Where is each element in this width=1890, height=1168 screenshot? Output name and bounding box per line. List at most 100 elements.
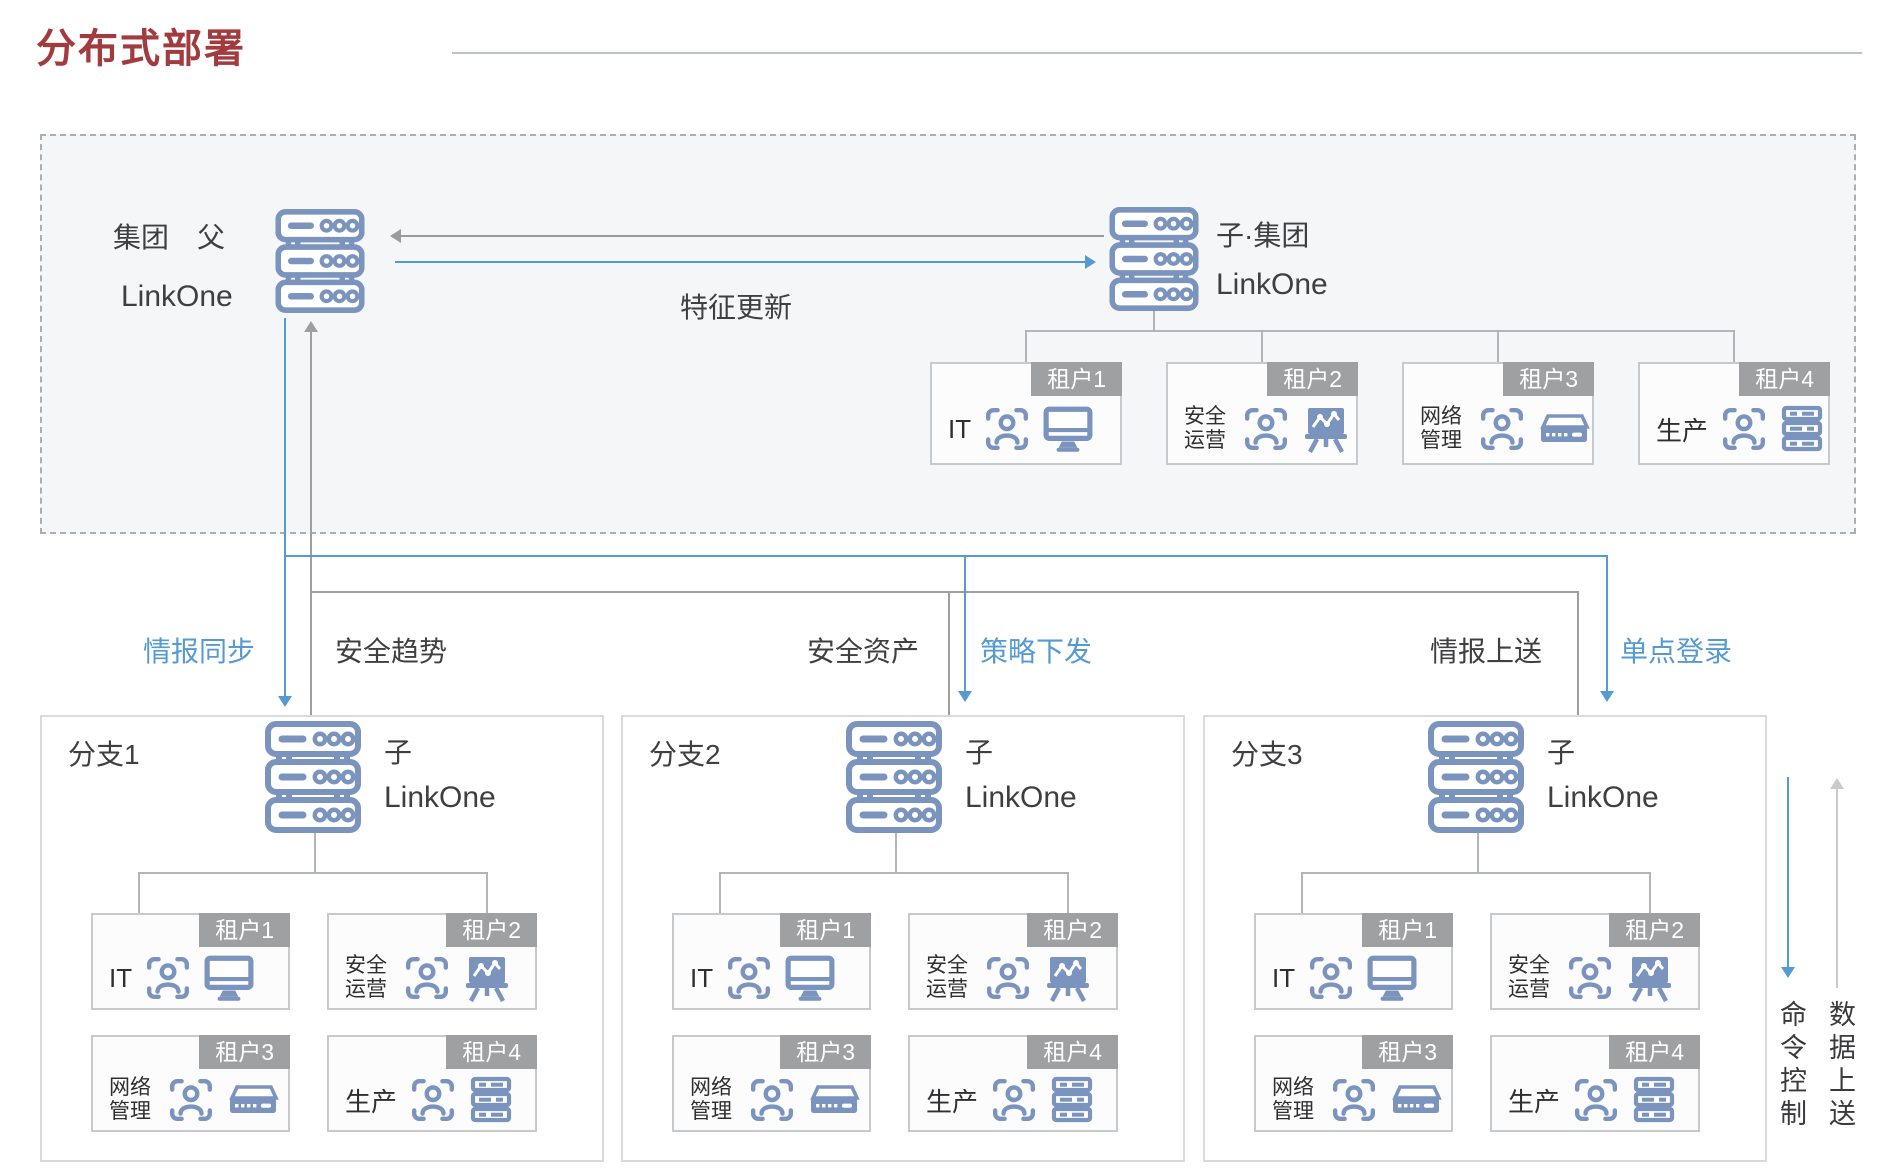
- branch-server-title: 子: [965, 737, 994, 768]
- headquarters-section: [40, 134, 1856, 534]
- title-rule: [452, 52, 1862, 54]
- router-icon: [808, 1080, 860, 1120]
- flow-label-security-trend: 安全趋势: [335, 636, 448, 667]
- tree-line: [1025, 330, 1027, 363]
- tenant-tag: 租户1: [780, 913, 871, 947]
- tenant-tag: 租户2: [446, 913, 537, 947]
- branch-server-icon: [1428, 721, 1524, 833]
- tenant-tag: 租户3: [780, 1035, 871, 1069]
- tenant-box: 租户1 IT: [1254, 913, 1453, 1010]
- monitor-icon: [785, 955, 835, 1001]
- tree-line: [1301, 872, 1651, 874]
- tenant-box: 租户2 安全运营: [1490, 913, 1700, 1010]
- tenant-label: 网络管理: [1420, 404, 1462, 452]
- tenant-tag: 租户1: [199, 913, 290, 947]
- user-scan-icon: [410, 1077, 456, 1123]
- policy-dispatch-line: [964, 555, 966, 697]
- flow-label-security-asset: 安全资产: [807, 636, 920, 667]
- tree-line: [1649, 872, 1651, 913]
- tenant-tag: 租户2: [1027, 913, 1118, 947]
- branch-box-1: 分支1 子 LinkOne 租户1 IT 租户2 安全运营 租户3 网络管理 租…: [40, 715, 604, 1162]
- tree-line: [895, 833, 897, 873]
- tenant-tag: 租户4: [1609, 1035, 1700, 1069]
- presentation-board-icon: [463, 954, 511, 1002]
- parent-server-icon: [272, 209, 368, 313]
- user-scan-icon: [984, 406, 1030, 452]
- arrow-up-icon: [1830, 778, 1844, 789]
- user-scan-icon: [168, 1077, 214, 1123]
- tenant-box: 租户3 网络管理: [1254, 1035, 1453, 1132]
- tree-line: [314, 833, 316, 873]
- tenant-box: 租户1 IT: [672, 913, 871, 1010]
- user-scan-icon: [726, 955, 772, 1001]
- arrow-right-icon: [1085, 255, 1096, 269]
- tenant-label: 安全运营: [345, 953, 387, 1001]
- arrow-up-icon: [304, 321, 318, 332]
- tenant-tag: 租户3: [1503, 362, 1594, 396]
- tenant-box: 租户4 生产: [1490, 1035, 1700, 1132]
- tenant-box: 租户4 生产: [908, 1035, 1118, 1132]
- child-group-server-icon: [1106, 207, 1202, 311]
- branch-server-title: 子: [384, 737, 413, 768]
- data-upload-label: 数据上送: [1825, 1000, 1855, 1132]
- branch-server-subtitle: LinkOne: [965, 781, 1077, 814]
- tenant-box: 租户3 网络管理: [1402, 362, 1594, 465]
- arrow-down-icon: [1781, 967, 1795, 978]
- tenant-tag: 租户1: [1031, 362, 1122, 396]
- tree-line: [1733, 330, 1735, 363]
- tree-line: [1261, 330, 1263, 363]
- user-scan-icon: [991, 1077, 1037, 1123]
- arrow-down-icon: [278, 696, 292, 707]
- tenant-label: 生产: [926, 1086, 979, 1117]
- tenant-tag: 租户2: [1267, 362, 1358, 396]
- router-icon: [1538, 409, 1590, 449]
- user-scan-icon: [985, 955, 1031, 1001]
- user-scan-icon: [404, 955, 450, 1001]
- tenant-label: 生产: [1656, 415, 1709, 446]
- tenant-box: 租户2 安全运营: [327, 913, 537, 1010]
- tenant-label: 网络管理: [690, 1075, 732, 1123]
- user-scan-icon: [1573, 1077, 1619, 1123]
- user-scan-icon: [1567, 955, 1613, 1001]
- tree-line: [138, 872, 488, 874]
- arrow-down-icon: [1600, 691, 1614, 702]
- tenant-label: 生产: [1508, 1086, 1561, 1117]
- tenant-label: 安全运营: [926, 953, 968, 1001]
- branch-box-3: 分支3 子 LinkOne 租户1 IT 租户2 安全运营 租户3 网络管理 租…: [1203, 715, 1767, 1162]
- child-group-title: 子·集团: [1216, 220, 1310, 251]
- parent-group-title: 集团 父: [113, 222, 226, 253]
- branch-server-subtitle: LinkOne: [1547, 781, 1659, 814]
- branch-box-2: 分支2 子 LinkOne 租户1 IT 租户2 安全运营 租户3 网络管理 租…: [621, 715, 1185, 1162]
- monitor-icon: [204, 955, 254, 1001]
- tenant-box: 租户2 安全运营: [1166, 362, 1358, 465]
- sso-line: [1606, 555, 1608, 697]
- tree-line: [1153, 311, 1155, 331]
- tenant-tag: 租户3: [1362, 1035, 1453, 1069]
- branch-name: 分支2: [649, 739, 721, 770]
- flow-label-intel-upload: 情报上送: [1430, 636, 1543, 667]
- tenant-tag: 租户4: [1027, 1035, 1118, 1069]
- tenant-label: IT: [109, 962, 133, 993]
- intel-sync-line: [284, 318, 286, 700]
- tenant-label: 网络管理: [109, 1075, 151, 1123]
- tenant-label: 安全运营: [1184, 404, 1226, 452]
- presentation-board-icon: [1044, 954, 1092, 1002]
- report-bus-line: [310, 591, 1579, 593]
- tenant-tag: 租户2: [1609, 913, 1700, 947]
- feature-update-upstream-line: [397, 235, 1104, 237]
- flow-label-sso: 单点登录: [1620, 636, 1733, 667]
- tenant-box: 租户2 安全运营: [908, 913, 1118, 1010]
- tenant-box: 租户3 网络管理: [672, 1035, 871, 1132]
- tree-line: [1301, 872, 1303, 913]
- presentation-board-icon: [1626, 954, 1674, 1002]
- user-scan-icon: [1479, 406, 1525, 452]
- tenant-label: 生产: [345, 1086, 398, 1117]
- flow-label-policy-dispatch: 策略下发: [980, 636, 1093, 667]
- security-asset-line: [948, 591, 950, 715]
- user-scan-icon: [1308, 955, 1354, 1001]
- tree-line: [719, 872, 1069, 874]
- page-title: 分布式部署: [36, 27, 246, 71]
- tenant-box: 租户1 IT: [930, 362, 1122, 465]
- intel-upload-line: [1577, 591, 1579, 715]
